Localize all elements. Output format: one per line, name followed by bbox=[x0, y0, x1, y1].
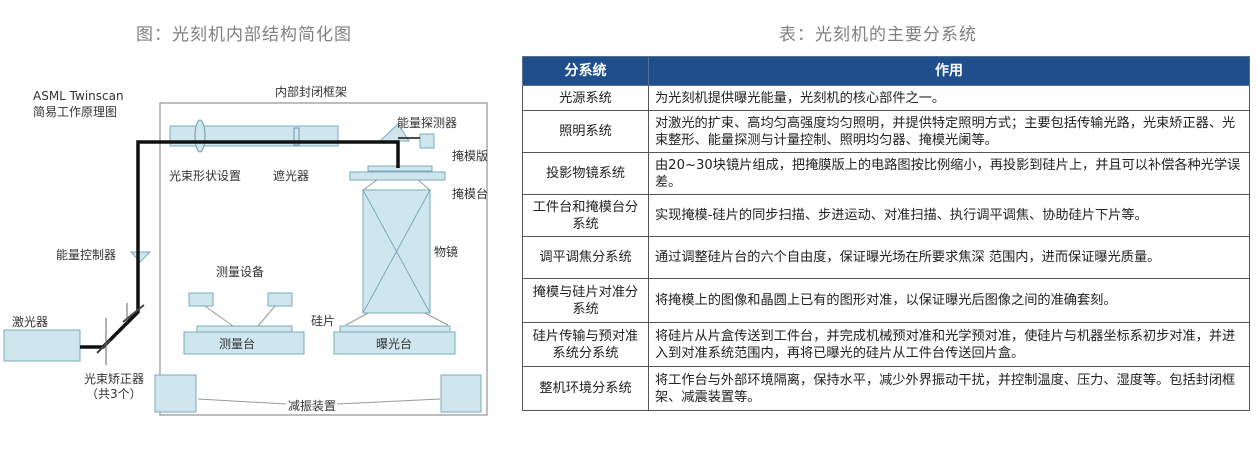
frame-box bbox=[159, 102, 488, 416]
laser-label: 激光器 bbox=[12, 315, 48, 329]
beam-corrector-label: 光束矫正器 bbox=[84, 371, 144, 386]
subsystem-name: 掩模与硅片对准分系统 bbox=[522, 278, 649, 323]
subtitle-label: 简易工作原理图 bbox=[33, 105, 117, 119]
laser-box bbox=[3, 329, 81, 362]
corrector-mirror-2 bbox=[122, 304, 145, 323]
subsystem-desc: 将工作台与外部环境隔离，保持水平，减少外界振动干扰，并控制温度、压力、湿度等。包… bbox=[648, 366, 1250, 411]
beam-shaper-label: 光束形状设置 bbox=[169, 169, 241, 183]
shutter-label: 遮光器 bbox=[273, 168, 309, 183]
subsystem-name: 工件台和掩模台分系统 bbox=[522, 194, 649, 237]
table-row: 投影物镜系统 由20~30块镜片组成，把掩膜版上的电路图按比例缩小，再投影到硅片… bbox=[522, 152, 1250, 195]
corrector-mirror-1 bbox=[96, 339, 111, 354]
lens-icon bbox=[194, 119, 206, 153]
objective-cross-b bbox=[362, 189, 431, 314]
subsystem-desc: 实现掩模-硅片的同步扫描、步进运动、对准扫描、执行调平调焦、协助硅片下片等。 bbox=[648, 194, 1250, 237]
corrector-count-label: （共3个） bbox=[86, 387, 142, 401]
reticle-plate bbox=[367, 165, 433, 172]
table-row: 工件台和掩模台分系统 实现掩模-硅片的同步扫描、步进运动、对准扫描、执行调平调焦… bbox=[522, 194, 1250, 237]
subsystem-desc: 将硅片从片盒传送到工件台，并完成机械预对准和光学预对准，使硅片与机器坐标系初步对… bbox=[648, 322, 1250, 367]
frame-label: 内部封闭框架 bbox=[275, 84, 347, 99]
wafer-right bbox=[339, 325, 451, 333]
table-row: 掩模与硅片对准分系统 将掩模上的图像和晶圆上已有的图形对准，以保证曝光后图像之间… bbox=[522, 278, 1250, 323]
energy-detector-label: 能量探测器 bbox=[397, 116, 457, 130]
damping-right bbox=[440, 374, 482, 413]
objective-label: 物镜 bbox=[434, 244, 458, 259]
table-header-row: 分系统 作用 bbox=[522, 56, 1250, 86]
damping-line-2 bbox=[336, 398, 441, 405]
subsystem-desc: 对激光的扩束、高均匀高强度均匀照明，并提供特定照明方式；主要包括传输光路，光束矫… bbox=[648, 110, 1250, 153]
proj-line-1 bbox=[362, 179, 378, 191]
wafer-left bbox=[196, 325, 293, 333]
table-row: 调平调焦分系统 通过调整硅片台的六个自由度，保证曝光场在所要求焦深 范围内，进而… bbox=[522, 236, 1250, 279]
beam-path bbox=[80, 140, 400, 349]
measure-stage-box bbox=[183, 331, 305, 355]
proj-line-3 bbox=[345, 312, 369, 326]
exposure-stage-label: 曝光台 bbox=[376, 336, 412, 351]
reticle-label: 掩模版 bbox=[452, 149, 488, 163]
subsystem-name: 投影物镜系统 bbox=[522, 152, 649, 195]
energy-controller-icon bbox=[129, 251, 152, 263]
table-row: 照明系统 对激光的扩束、高均匀高强度均匀照明，并提供特定照明方式；主要包括传输光… bbox=[522, 110, 1250, 153]
measure-line-1 bbox=[204, 305, 234, 327]
table-row: 光源系统 为光刻机提供曝光能量，光刻机的核心部件之一。 bbox=[522, 85, 1250, 111]
damping-line-1 bbox=[197, 398, 287, 405]
wafer-label: 硅片 bbox=[311, 314, 335, 328]
subsystem-name: 光源系统 bbox=[522, 85, 649, 111]
subsystem-desc: 通过调整硅片台的六个自由度，保证曝光场在所要求焦深 范围内，进而保证曝光质量。 bbox=[648, 236, 1250, 279]
shutter-icon bbox=[293, 127, 300, 146]
table-title: 表：光刻机的主要分系统 bbox=[779, 25, 977, 45]
proj-line-4 bbox=[424, 312, 449, 326]
subsystem-table: 分系统 作用 光源系统 为光刻机提供曝光能量，光刻机的核心部件之一。 照明系统 … bbox=[522, 56, 1250, 411]
subsystem-name: 调平调焦分系统 bbox=[522, 236, 649, 279]
measure-sensor-right bbox=[267, 292, 293, 307]
diagram-title: 图：光刻机内部结构简化图 bbox=[136, 25, 352, 45]
table-row: 整机环境分系统 将工作台与外部环境隔离，保持水平，减少外界振动干扰，并控制温度、… bbox=[522, 366, 1250, 411]
subsystem-name: 照明系统 bbox=[522, 110, 649, 153]
lithography-diagram: ASML Twinscan 简易工作原理图 内部封闭框架 能量探测器 掩模版 掩… bbox=[3, 84, 488, 416]
measure-sensor-left bbox=[188, 292, 214, 307]
measure-device-label: 测量设备 bbox=[216, 265, 264, 279]
header-function: 作用 bbox=[648, 56, 1250, 86]
proj-line-2 bbox=[417, 179, 431, 191]
exposure-stage-box bbox=[333, 331, 456, 355]
energy-controller-label: 能量控制器 bbox=[56, 248, 116, 262]
header-subsystem: 分系统 bbox=[522, 56, 649, 86]
energy-detector-box bbox=[419, 133, 435, 149]
brand-label: ASML Twinscan bbox=[33, 89, 124, 103]
reticle-stage-box bbox=[349, 171, 446, 181]
damping-label: 减振装置 bbox=[288, 399, 336, 413]
measure-line-2 bbox=[257, 305, 276, 327]
damping-left bbox=[154, 374, 197, 413]
measure-stage-label: 测量台 bbox=[219, 336, 255, 351]
reticle-stage-label: 掩模台 bbox=[452, 186, 488, 201]
table-row: 硅片传输与预对准系统分系统 将硅片从片盒传送到工件台，并完成机械预对准和光学预对… bbox=[522, 322, 1250, 367]
subsystem-name: 硅片传输与预对准系统分系统 bbox=[522, 322, 649, 367]
subsystem-desc: 由20~30块镜片组成，把掩膜版上的电路图按比例缩小，再投影到硅片上，并且可以补… bbox=[648, 152, 1250, 195]
subsystem-name: 整机环境分系统 bbox=[522, 366, 649, 411]
subsystem-desc: 为光刻机提供曝光能量，光刻机的核心部件之一。 bbox=[648, 85, 1250, 111]
subsystem-desc: 将掩模上的图像和晶圆上已有的图形对准，以保证曝光后图像之间的准确套刻。 bbox=[648, 278, 1250, 323]
